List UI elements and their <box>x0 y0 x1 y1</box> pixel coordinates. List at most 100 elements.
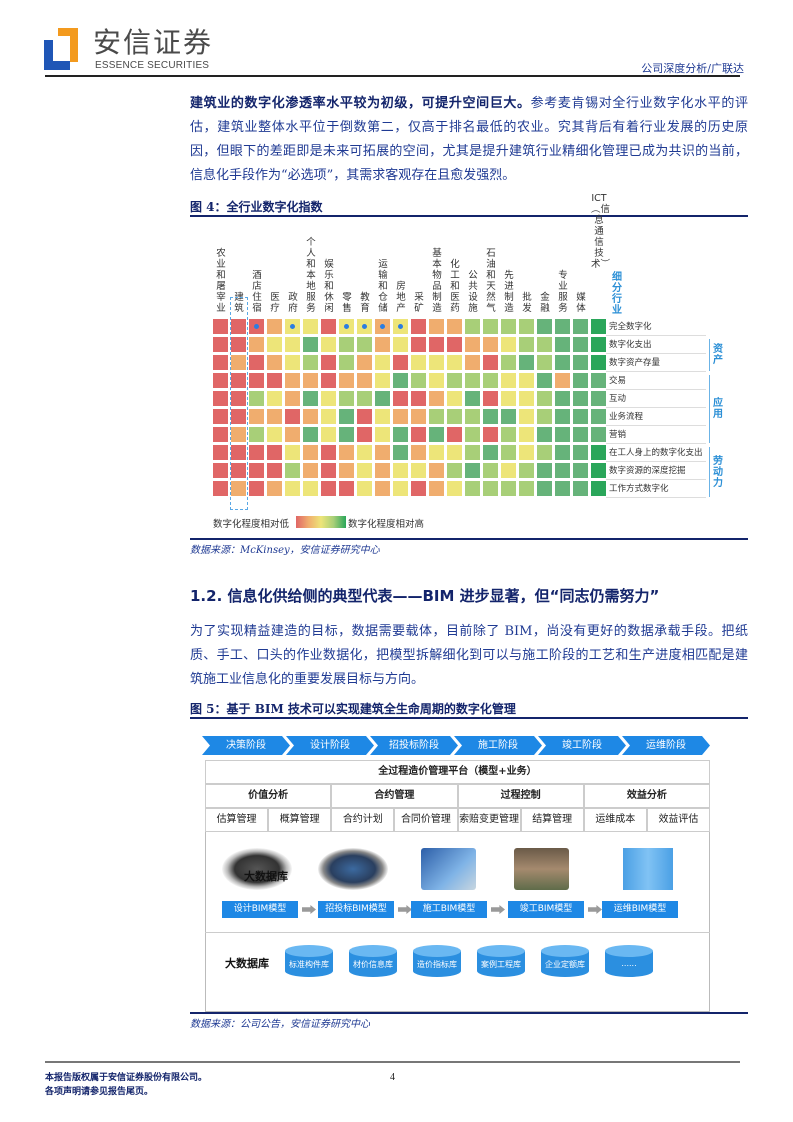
heatmap-cell <box>393 337 408 352</box>
heatmap-cell <box>231 319 246 334</box>
logo-english-name: ESSENCE SECURITIES <box>95 60 210 71</box>
heatmap-cell <box>537 391 552 406</box>
database-row-label: 大数据库 <box>225 957 269 970</box>
right-arrow-icon <box>302 905 316 914</box>
heatmap-cell <box>519 391 534 406</box>
lifecycle-stage: 决策阶段 <box>202 736 290 755</box>
heatmap-cell <box>321 355 336 370</box>
heatmap-cell <box>591 427 606 442</box>
marker-dot-icon <box>362 324 367 329</box>
heatmap-cell <box>501 355 516 370</box>
marker-dot-icon <box>290 324 295 329</box>
building-image-icon <box>318 848 388 890</box>
database-label: 案例工程库 <box>481 960 521 969</box>
platform-item: 概算管理 <box>268 808 332 832</box>
heatmap-cell <box>483 481 498 496</box>
heatmap-cell <box>375 463 390 478</box>
heatmap-cell <box>483 445 498 460</box>
heatmap-cell <box>339 355 354 370</box>
heatmap-cell <box>501 319 516 334</box>
heatmap-cell <box>465 337 480 352</box>
heatmap-cell <box>375 409 390 424</box>
heatmap-cell <box>357 481 372 496</box>
right-arrow-icon <box>491 905 505 914</box>
heatmap-cell <box>303 391 318 406</box>
heatmap-cell <box>321 463 336 478</box>
heatmap-cell <box>321 319 336 334</box>
platform-category: 过程控制 <box>457 784 584 808</box>
heatmap-cell <box>573 481 588 496</box>
heatmap-cell <box>357 409 372 424</box>
heatmap-column-label: 先进制造 <box>504 270 514 314</box>
database-cylinder-icon: 标准构件库 <box>285 945 333 981</box>
heatmap-cell <box>375 427 390 442</box>
heatmap-cell <box>555 337 570 352</box>
footer-divider <box>45 1061 740 1063</box>
heatmap-cell <box>339 427 354 442</box>
heatmap-cell <box>519 337 534 352</box>
heatmap-cell <box>573 373 588 388</box>
heatmap-cell <box>285 355 300 370</box>
heatmap-cell <box>465 481 480 496</box>
heatmap-cell <box>393 481 408 496</box>
heatmap-cell <box>285 373 300 388</box>
heatmap-cell <box>267 463 282 478</box>
heatmap-row-label: 营销 <box>606 426 706 444</box>
heatmap-cell <box>393 427 408 442</box>
heatmap-row-label: 交易 <box>606 372 706 390</box>
heatmap-cell <box>447 319 462 334</box>
heatmap-cell <box>303 337 318 352</box>
heatmap-column-label: 政府 <box>288 292 298 314</box>
heatmap-cell <box>501 373 516 388</box>
heatmap-cell <box>555 355 570 370</box>
heatmap-cell <box>249 391 264 406</box>
bim-model-box: 运维BIM模型 <box>602 901 678 918</box>
heatmap-column-label: 批发 <box>522 292 532 314</box>
heatmap-cell <box>249 409 264 424</box>
heatmap-cell <box>429 481 444 496</box>
heatmap-cell <box>357 391 372 406</box>
group-bracket <box>709 375 710 443</box>
heatmap-cell <box>249 481 264 496</box>
heatmap-cell <box>411 355 426 370</box>
heatmap-cell <box>447 409 462 424</box>
heatmap-cell <box>393 355 408 370</box>
heatmap-cell <box>231 373 246 388</box>
heatmap-column-label: 公共设施 <box>468 270 478 314</box>
heatmap-cell <box>483 337 498 352</box>
legend-gradient <box>296 516 346 528</box>
heatmap-cell <box>339 409 354 424</box>
heatmap-cell <box>393 319 408 334</box>
heatmap-cell <box>519 355 534 370</box>
heatmap-cell <box>213 463 228 478</box>
heatmap-cell <box>213 373 228 388</box>
heatmap-cell <box>429 445 444 460</box>
heatmap-cell <box>393 445 408 460</box>
group-bracket <box>709 447 710 497</box>
heatmap-column-label: 零售 <box>342 292 352 314</box>
heatmap-cell <box>213 427 228 442</box>
heatmap-cell <box>591 463 606 478</box>
heatmap-cell <box>573 391 588 406</box>
heatmap-cell <box>555 373 570 388</box>
heatmap-cell <box>393 463 408 478</box>
heatmap-cell <box>249 373 264 388</box>
heatmap-cell <box>573 409 588 424</box>
heatmap-cell <box>483 391 498 406</box>
heatmap-column-label: ICT︵信息通信技术︶ <box>591 193 611 270</box>
heatmap-column-label: 教育 <box>360 292 370 314</box>
heatmap-cell <box>465 463 480 478</box>
heatmap-cell <box>411 373 426 388</box>
database-cylinder-icon: 材价信息库 <box>349 945 397 981</box>
heatmap-cell <box>537 445 552 460</box>
heatmap-cell <box>447 481 462 496</box>
heatmap-cell <box>249 463 264 478</box>
footer-copyright: 本报告版权属于安信证券股份有限公司。 <box>45 1073 208 1083</box>
heatmap-cell <box>249 355 264 370</box>
heatmap-cell <box>339 445 354 460</box>
heatmap-cell <box>213 355 228 370</box>
platform-item: 运维成本 <box>583 808 647 832</box>
heatmap-cell <box>411 337 426 352</box>
heatmap-cell <box>501 481 516 496</box>
heatmap-cell <box>447 445 462 460</box>
